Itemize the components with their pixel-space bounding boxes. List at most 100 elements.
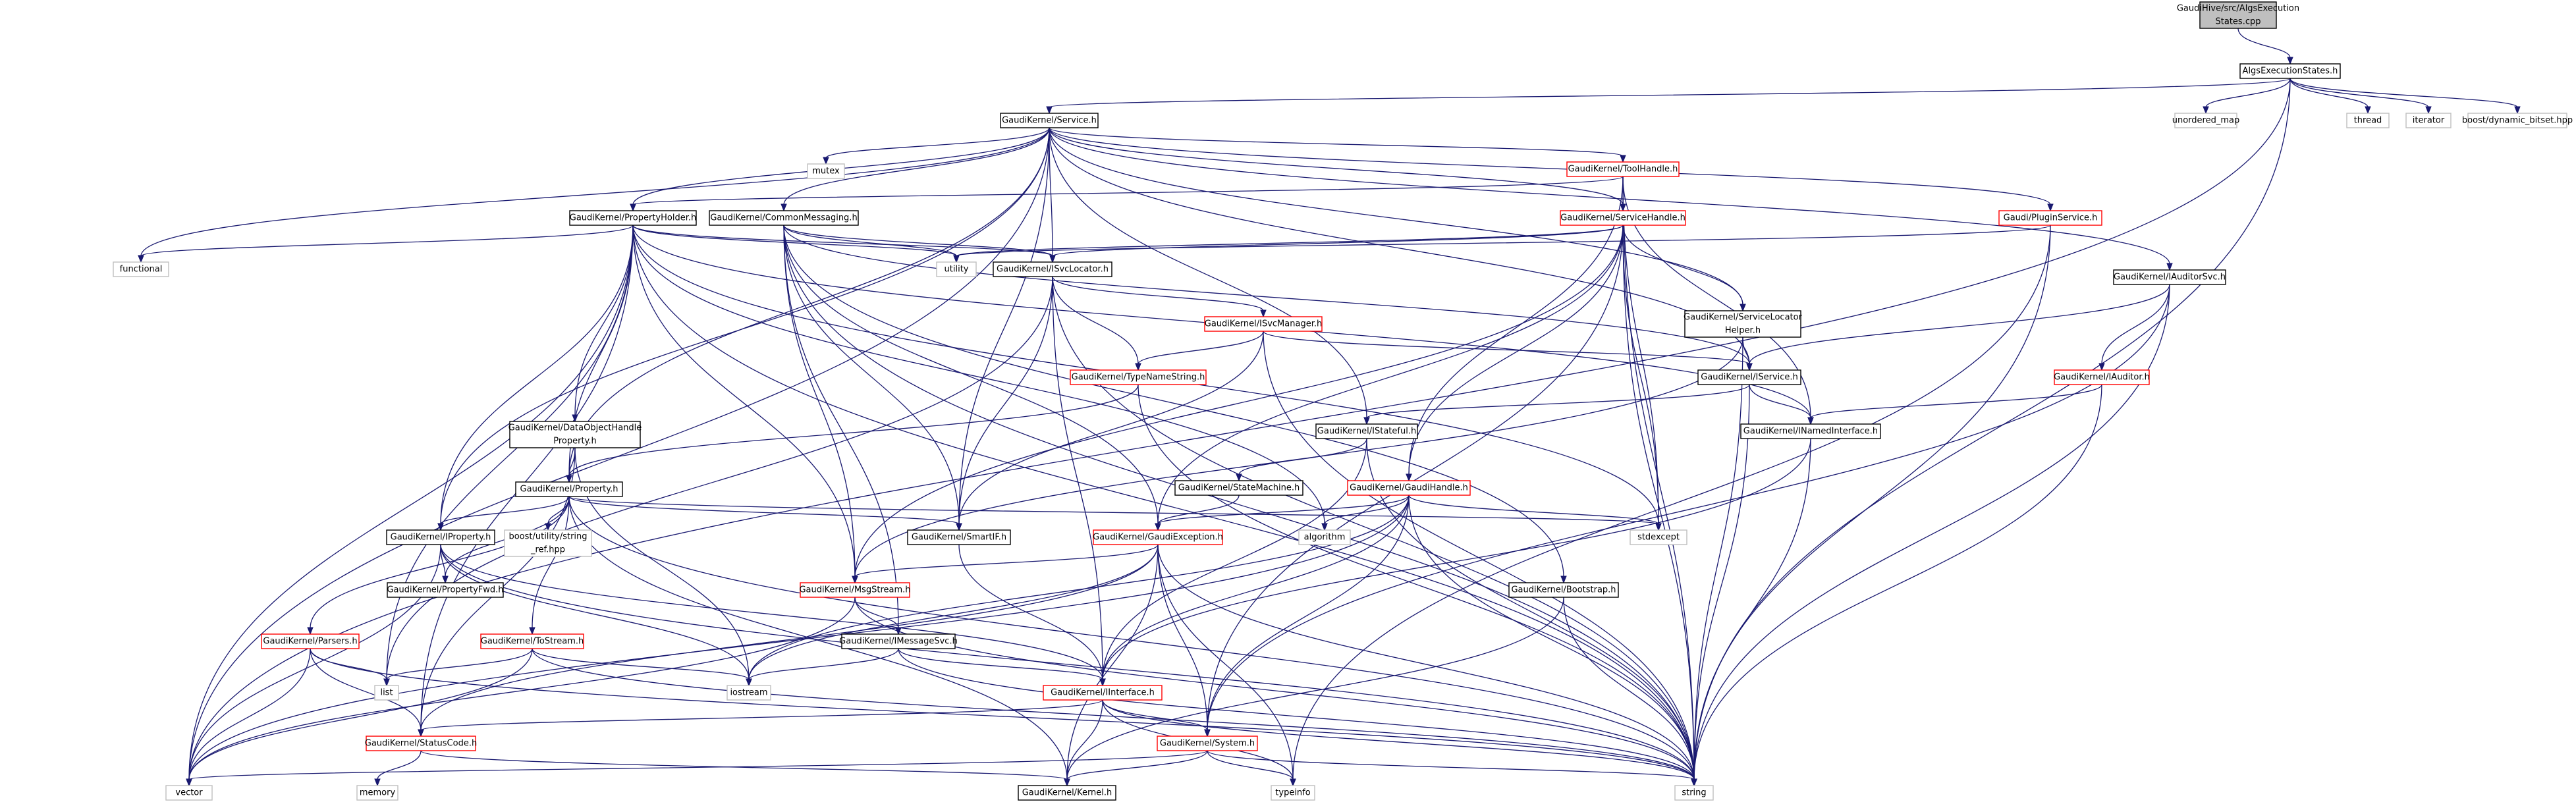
node-box (1630, 529, 1687, 545)
node-iinterface[interactable]: GaudiKernel/IInterface.h (1043, 685, 1163, 701)
node-iproperty[interactable]: GaudiKernel/IProperty.h (386, 529, 495, 545)
node-imessagesvc[interactable]: GaudiKernel/IMessageSvc.h (839, 633, 958, 649)
edge-line (1292, 225, 2051, 780)
node-isvclocator[interactable]: GaudiKernel/ISvcLocator.h (993, 261, 1112, 277)
node-istateful[interactable]: GaudiKernel/IStateful.h (1315, 423, 1418, 439)
node-box (1000, 113, 1099, 128)
node-label: GaudiKernel/DataObjectHandle (508, 423, 642, 433)
node-label: memory (360, 788, 396, 798)
node-service[interactable]: GaudiKernel/Service.h (1000, 113, 1099, 128)
edge-isvclocator-to-isvcmanager (1052, 276, 1267, 318)
node-iauditor[interactable]: GaudiKernel/IAuditor.h (2054, 369, 2150, 385)
node-isvcmanager[interactable]: GaudiKernel/ISvcManager.h (1204, 316, 1323, 332)
edge-service-to-commonmsg (781, 127, 1050, 212)
node-msgstream[interactable]: GaudiKernel/MsgStream.h (799, 582, 911, 598)
edge-line (2289, 78, 2369, 108)
edge-arrowhead (1236, 473, 1242, 482)
edge-arrowhead (1560, 576, 1567, 584)
edge-property-to-stdexcept (568, 496, 1662, 531)
node-label: GaudiKernel/GaudiException.h (1093, 533, 1223, 543)
node-label: GaudiKernel/IProperty.h (391, 533, 491, 543)
edge-line (825, 127, 1050, 159)
edge-service-to-toolhandle (1049, 127, 1626, 163)
edge-iauditorsvc-to-iauditor (2098, 284, 2170, 371)
node-statemachine[interactable]: GaudiKernel/StateMachine.h (1174, 480, 1303, 496)
node-box (1560, 210, 1686, 226)
node-dynbitset: boost/dynamic_bitset.hpp (2462, 113, 2573, 128)
edge-propholder-to-utility (632, 225, 960, 263)
edge-service-to-pluginservice (1049, 127, 2054, 212)
edge-line (783, 225, 1695, 780)
node-box (726, 685, 771, 701)
edge-arrowhead (1064, 778, 1070, 787)
node-box (936, 261, 977, 277)
edge-line (1693, 284, 2170, 780)
edge-line (386, 276, 1053, 680)
edge-servicehandle-to-msgstream (852, 225, 1624, 584)
node-propholder[interactable]: GaudiKernel/PropertyHolder.h (569, 210, 697, 226)
node-kernel[interactable]: GaudiKernel/Kernel.h (1018, 785, 1116, 801)
edge-inamedinterface-to-iinterface (1099, 438, 1811, 687)
edge-system-to-string (1207, 750, 1697, 787)
edge-arrowhead (1807, 417, 1814, 425)
edge-pluginservice-to-string (1691, 225, 2051, 787)
edge-dataobjecthandleproperty-to-property (566, 447, 576, 483)
edge-arrowhead (1321, 523, 1328, 531)
node-thread: thread (2346, 113, 2390, 128)
node-label: algorithm (1304, 533, 1346, 543)
node-label: Helper.h (1725, 326, 1761, 336)
node-system[interactable]: GaudiKernel/System.h (1157, 736, 1258, 751)
edge-servicehandle-to-gaudihandle (1406, 225, 1624, 482)
node-tostream[interactable]: GaudiKernel/ToStream.h (480, 633, 584, 649)
edge-system-to-typeinfo (1207, 750, 1296, 787)
node-algsexec[interactable]: AlgsExecutionStates.h (2239, 63, 2341, 79)
edge-line (1049, 127, 2170, 265)
edge-line (420, 750, 1068, 780)
edge-arrowhead (307, 627, 314, 635)
node-parsers[interactable]: GaudiKernel/Parsers.h (261, 633, 360, 649)
edge-arrowhead (2166, 263, 2173, 271)
edge-line (568, 496, 1695, 780)
node-property[interactable]: GaudiKernel/Property.h (515, 481, 623, 497)
node-functional: functional (113, 261, 169, 277)
edge-line (1157, 495, 1410, 525)
node-inamedinterface[interactable]: GaudiKernel/INamedInterface.h (1740, 423, 1881, 439)
node-label: GaudiKernel/Service.h (1002, 116, 1097, 126)
node-root[interactable]: GaudiHive/src/AlgsExecutionStates.cpp (2177, 1, 2299, 29)
edge-arrowhead (437, 523, 444, 531)
node-label: GaudiKernel/ServiceHandle.h (1560, 213, 1685, 223)
edge-line (188, 597, 856, 780)
edge-line (632, 225, 856, 577)
node-statuscode[interactable]: GaudiKernel/StatusCode.h (365, 736, 477, 751)
node-gaudihandle[interactable]: GaudiKernel/GaudiHandle.h (1347, 480, 1471, 496)
edge-line (1157, 544, 1294, 780)
node-label: GaudiKernel/ServiceLocator (1684, 313, 1803, 323)
node-servicehandle[interactable]: GaudiKernel/ServiceHandle.h (1560, 210, 1686, 226)
edge-line (188, 225, 634, 780)
node-iauditorsvc[interactable]: GaudiKernel/IAuditorSvc.h (2113, 269, 2226, 285)
node-bootstrap[interactable]: GaudiKernel/Bootstrap.h (1508, 582, 1619, 598)
edge-arrowhead (630, 203, 636, 212)
node-label: GaudiKernel/System.h (1160, 739, 1255, 749)
node-toolhandle[interactable]: GaudiKernel/ToolHandle.h (1566, 161, 1680, 177)
node-smartif[interactable]: GaudiKernel/SmartIF.h (907, 529, 1011, 545)
edge-statuscode-to-memory (374, 750, 422, 787)
edge-line (310, 648, 422, 731)
node-iservice[interactable]: GaudiKernel/IService.h (1697, 369, 1801, 385)
node-box (907, 529, 1011, 545)
edge-arrowhead (781, 203, 787, 212)
edge-line (783, 225, 1159, 525)
node-box (1684, 310, 1801, 338)
edge-arrowhead (138, 255, 144, 263)
node-box (1315, 423, 1418, 439)
node-label: GaudiKernel/MsgStream.h (799, 585, 910, 595)
edge-line (532, 648, 1695, 780)
node-propertyfwd[interactable]: GaudiKernel/PropertyFwd.h (387, 582, 504, 598)
node-typenamestring[interactable]: GaudiKernel/TypeNameString.h (1070, 369, 1207, 385)
edge-line (958, 276, 1053, 525)
node-pluginservice[interactable]: Gaudi/PluginService.h (1998, 210, 2102, 226)
node-commonmsg[interactable]: GaudiKernel/CommonMessaging.h (709, 210, 859, 226)
node-gaudiexception[interactable]: GaudiKernel/GaudiException.h (1093, 529, 1223, 545)
